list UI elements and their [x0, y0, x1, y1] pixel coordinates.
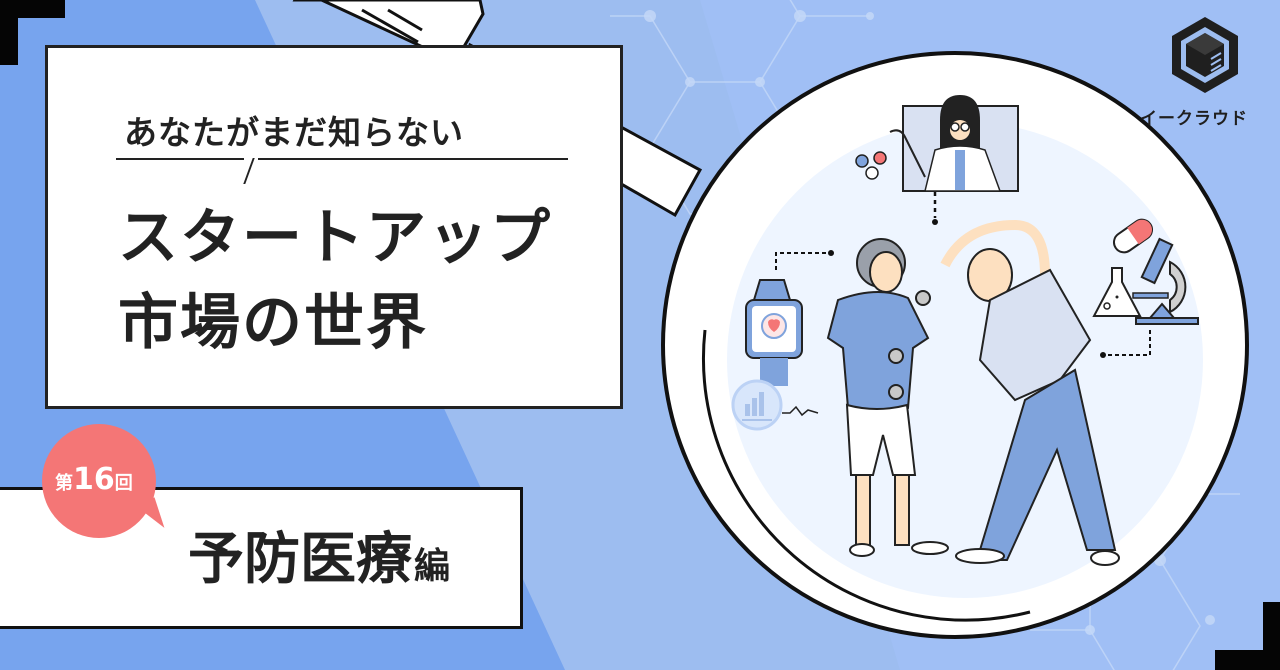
subtitle-suffix: 編: [414, 546, 451, 587]
flask-icon: [1092, 267, 1142, 317]
title-line-2: 市場の世界: [118, 288, 428, 358]
subtitle-main: 予防医療: [188, 527, 412, 592]
corner-decoration-top-left: [0, 0, 65, 65]
speech-tick: [243, 158, 255, 184]
lead-underline-right: [258, 158, 568, 160]
elderly-woman-dumbbells: [826, 238, 949, 557]
episode-badge: [42, 424, 156, 538]
hexagon-cube-logo-icon: [1172, 17, 1238, 93]
elderly-man-stretching: [940, 219, 1120, 566]
lens-inner-glow: [727, 122, 1203, 598]
badge-suffix: 回: [114, 473, 133, 494]
smartwatch-heart-icon: [745, 250, 834, 386]
title-card: あなたがまだ知らない スタートアップ 市場の世界: [45, 45, 623, 409]
corner-decoration-bottom-right: [1215, 602, 1280, 670]
pills-icon: [855, 151, 887, 180]
doctor-video-call-icon: [889, 95, 1019, 225]
bar-chart-icon: [731, 379, 819, 431]
badge-number: 16: [73, 462, 115, 497]
episode-badge-text: 第16回: [55, 465, 133, 495]
microscope-icon: [1100, 237, 1199, 358]
lead-text: あなたがまだ知らない: [124, 113, 464, 152]
badge-prefix: 第: [55, 473, 73, 494]
logo-name: イークラウド: [1140, 109, 1248, 129]
lead-underline-left: [116, 158, 244, 160]
title-line-1: スタートアップ: [118, 203, 552, 273]
capsule-icon: [1112, 218, 1154, 254]
subtitle: 予防医療編: [188, 532, 450, 588]
